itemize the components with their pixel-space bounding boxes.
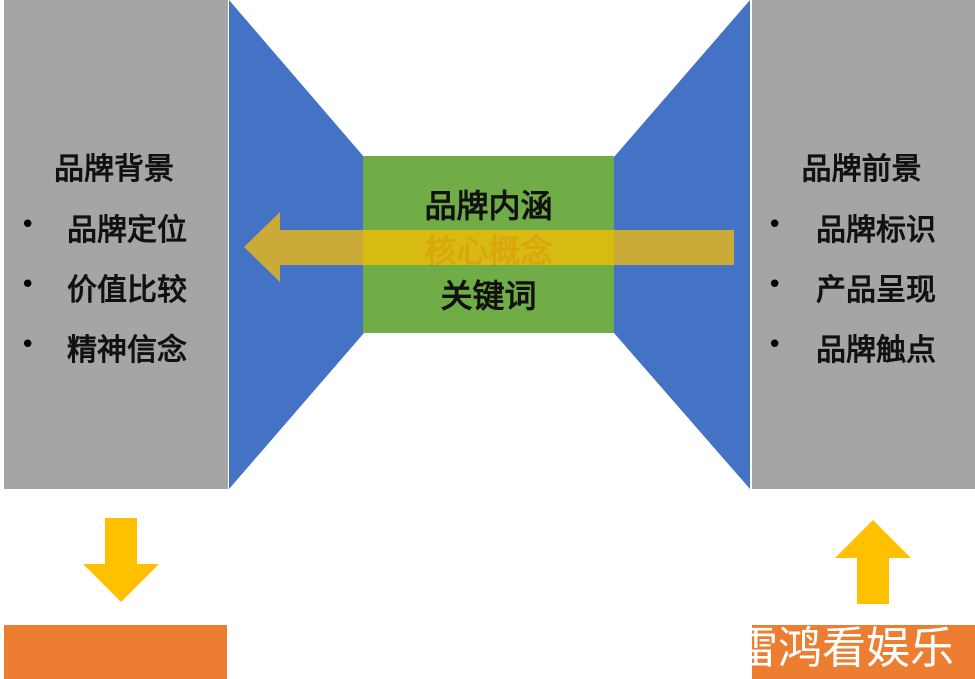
bottom-bar-left [4,625,227,679]
bullet-icon: • [20,210,36,240]
bullet-icon: • [20,270,36,300]
bullet-icon: • [767,270,783,300]
watermark-text: 雷鸿看娱乐 [752,623,954,674]
bullet-icon: • [20,330,36,360]
arrow-down-icon [83,518,159,602]
center-line-core-concept: 核心概念 [424,232,553,270]
bottom-bar-right: 雷鸿看娱乐 [752,623,975,679]
right-funnel-shape [614,0,750,489]
center-line-connotation: 品牌内涵 [424,187,553,225]
brand-foreground-item: 产品呈现 [816,273,936,308]
brand-background-item: 精神信念 [67,333,187,368]
center-line-keywords: 关键词 [440,277,537,315]
brand-background-item: 价值比较 [67,273,187,308]
brand-background-title: 品牌背景 [54,152,174,187]
arrow-up-icon [835,520,911,604]
brand-background-panel: 品牌背景 • 品牌定位 • 价值比较 • 精神信念 [4,0,228,489]
bullet-icon: • [767,330,783,360]
left-funnel-shape [229,0,364,489]
brand-connotation-box: 品牌内涵 核心概念 关键词 [363,156,614,333]
brand-foreground-item: 品牌触点 [816,333,936,368]
brand-background-item: 品牌定位 [67,213,187,248]
brand-foreground-title: 品牌前景 [801,152,922,187]
brand-foreground-item: 品牌标识 [816,213,936,248]
bullet-icon: • [767,210,783,240]
brand-foreground-panel: 品牌前景 • 品牌标识 • 产品呈现 • 品牌触点 [752,0,975,489]
